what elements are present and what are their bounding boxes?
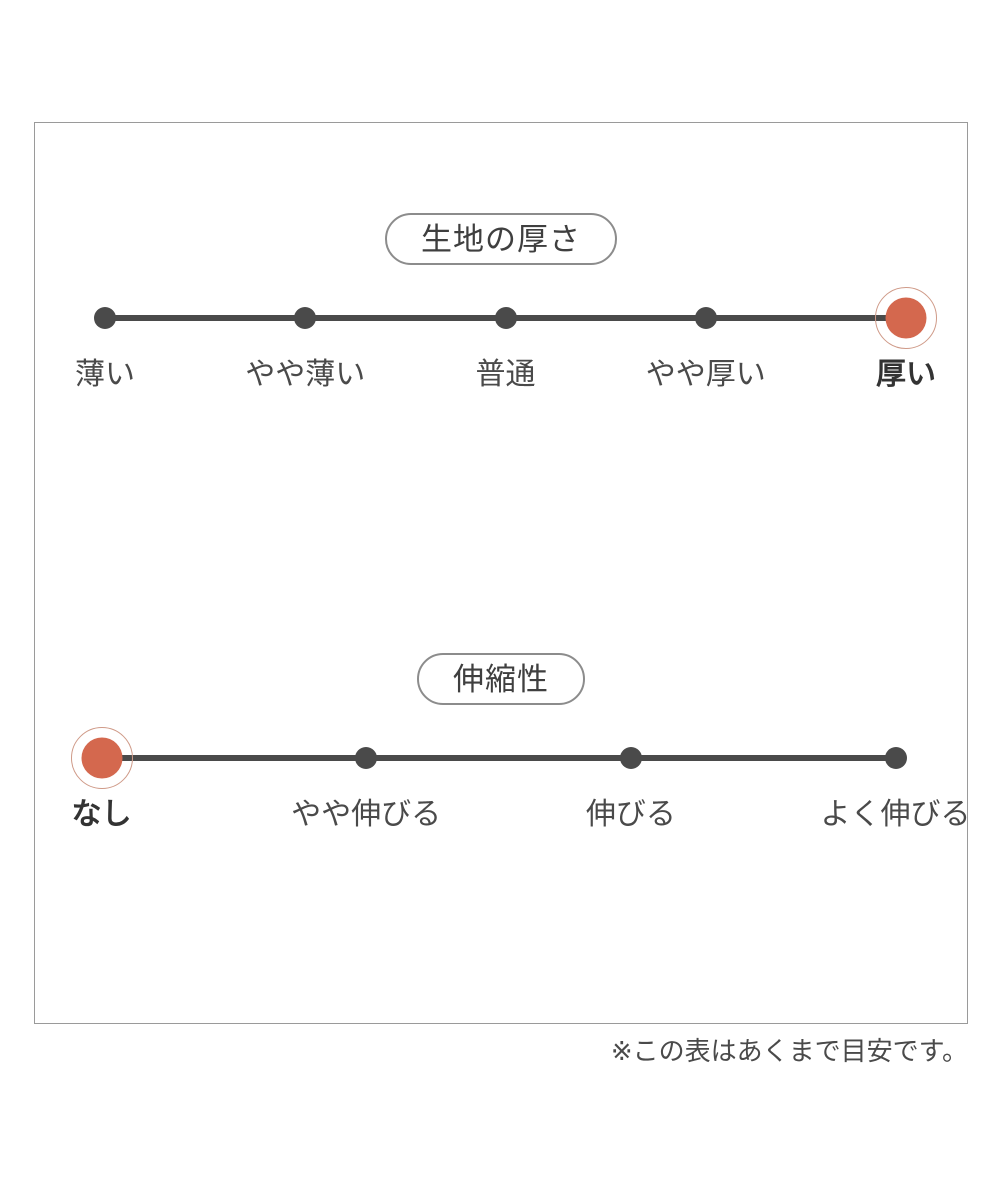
selected-ring-icon [70,727,133,789]
footnote-disclaimer: ※この表はあくまで目安です。 [610,1036,968,1066]
badge-label-fabric-thickness: 生地の厚さ [421,221,581,257]
dot-icon [884,747,907,769]
badge-fabric-thickness: 生地の厚さ [385,213,617,265]
selected-dot-icon [885,297,927,339]
scale-step-label: 普通 [475,358,536,391]
spec-chart-frame: 生地の厚さ 薄い やや薄い 普通 やや厚い 厚い 伸縮性 なし やや伸びる 伸びる よく伸びる [34,122,971,1024]
scale-step-label: よく伸びる [820,798,971,831]
scale-step-label: 伸びる [585,798,676,831]
scale-stretchiness: なし やや伸びる 伸びる よく伸びる [37,705,971,865]
selected-ring-icon [875,287,937,349]
badge-row-stretchiness: 伸縮性 [35,653,967,705]
scale-step-label: やや薄い [245,358,366,391]
scale-step-label: 薄い [75,358,135,391]
selected-dot-icon [81,737,122,779]
dot-icon [94,307,116,329]
dot-icon [355,747,378,769]
scale-track [101,755,896,761]
scale-step-label: 厚い [876,358,936,391]
section-stretchiness: 伸縮性 なし やや伸びる 伸びる よく伸びる [35,653,971,865]
badge-row-fabric-thickness: 生地の厚さ [35,213,967,265]
badge-stretchiness: 伸縮性 [417,653,585,705]
scale-fabric-thickness: 薄い やや薄い 普通 やや厚い 厚い [35,265,976,425]
dot-icon [619,747,642,769]
dot-icon [694,307,717,329]
section-fabric-thickness: 生地の厚さ 薄い やや薄い 普通 やや厚い 厚い [35,213,967,425]
dot-icon [294,307,317,329]
scale-step-label: やや伸びる [291,798,442,831]
scale-step-label: なし [71,798,132,831]
badge-label-stretchiness: 伸縮性 [453,661,549,697]
dot-icon [494,307,517,329]
scale-step-label: やや厚い [645,358,766,391]
